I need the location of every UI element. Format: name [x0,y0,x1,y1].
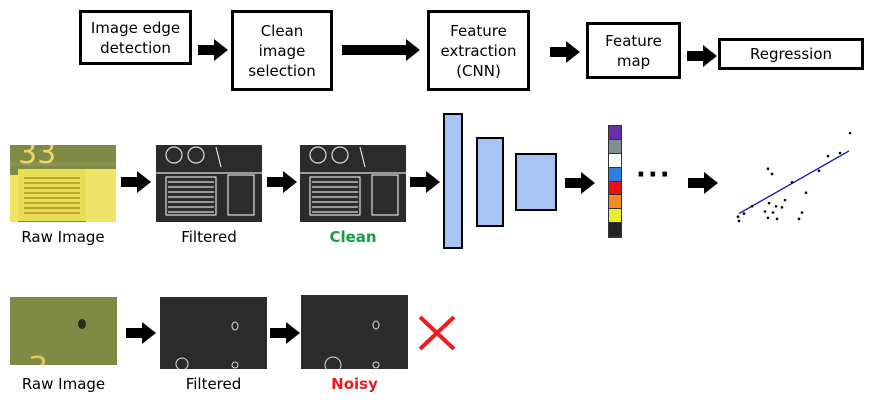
arrow-icon [267,171,297,193]
scatter-point [750,204,754,208]
scatter-point [790,180,794,184]
clean-image [300,145,406,222]
scatter-point [767,201,771,205]
scatter-point [763,210,767,213]
scatter-point [804,191,808,195]
arrow-icon [688,172,718,194]
feature-map-cell [609,209,621,224]
scatter-point [737,219,741,223]
scatter-point [736,215,740,219]
cnn-layer-1 [443,113,463,249]
feature-map-cell [609,126,621,140]
cnn-layer-2 [476,137,504,227]
scatter-point [800,211,804,214]
ellipsis: ··· [636,160,672,190]
svg-text:33: 33 [18,145,56,171]
scatter-point [742,212,746,215]
arrow-icon [687,45,717,67]
scatter-point [780,206,784,209]
svg-text:3: 3 [28,349,48,365]
scatter-point [766,216,770,220]
step-feature-map: Feature map [586,22,681,79]
clean-label: Clean [329,228,377,246]
scatter-point [783,198,787,202]
scatter-point [771,211,775,214]
feature-map-cell [609,167,621,182]
arrow-icon [342,39,420,61]
raw-image-clean: 33 [10,145,116,222]
step-image-edge-detection: Image edge detection [79,10,192,65]
arrow-icon [550,41,580,63]
feature-map-cell [609,139,621,154]
filtered-label: Filtered [185,375,242,393]
feature-map-cell [609,223,621,237]
arrow-icon [565,172,595,194]
feature-map-cell [609,195,621,210]
step-clean-image-selection: Clean image selection [231,10,333,91]
arrow-icon [270,322,300,344]
filtered-image-noisy [160,297,267,369]
noisy-image [301,295,408,369]
scatter-point [838,151,842,155]
scatter-point [774,204,778,208]
regression-line [738,150,850,215]
scatter-point [817,169,821,173]
regression-scatter-plot [736,131,852,223]
scatter-point [770,172,774,176]
feature-map-vector [608,125,622,238]
step-regression: Regression [718,38,864,70]
scatter-point [797,217,801,221]
filtered-image-clean [156,145,262,222]
scatter-point [826,154,830,158]
raw-image-label: Raw Image [21,228,105,246]
arrow-icon [126,322,156,344]
filtered-label: Filtered [181,228,237,246]
scatter-point [775,217,779,221]
scatter-point [848,131,852,135]
step-feature-extraction: Feature extraction (CNN) [427,10,530,91]
reject-x-icon [418,315,456,351]
arrow-icon [121,171,151,193]
raw-image-label: Raw Image [21,375,106,393]
arrow-icon [198,39,228,61]
raw-image-noisy: 3 [10,297,117,365]
scatter-point [766,167,770,170]
feature-map-cell [609,181,621,196]
cnn-layer-3 [515,153,557,211]
noisy-label: Noisy [331,375,378,393]
feature-map-cell [609,153,621,168]
arrow-icon [410,171,440,193]
